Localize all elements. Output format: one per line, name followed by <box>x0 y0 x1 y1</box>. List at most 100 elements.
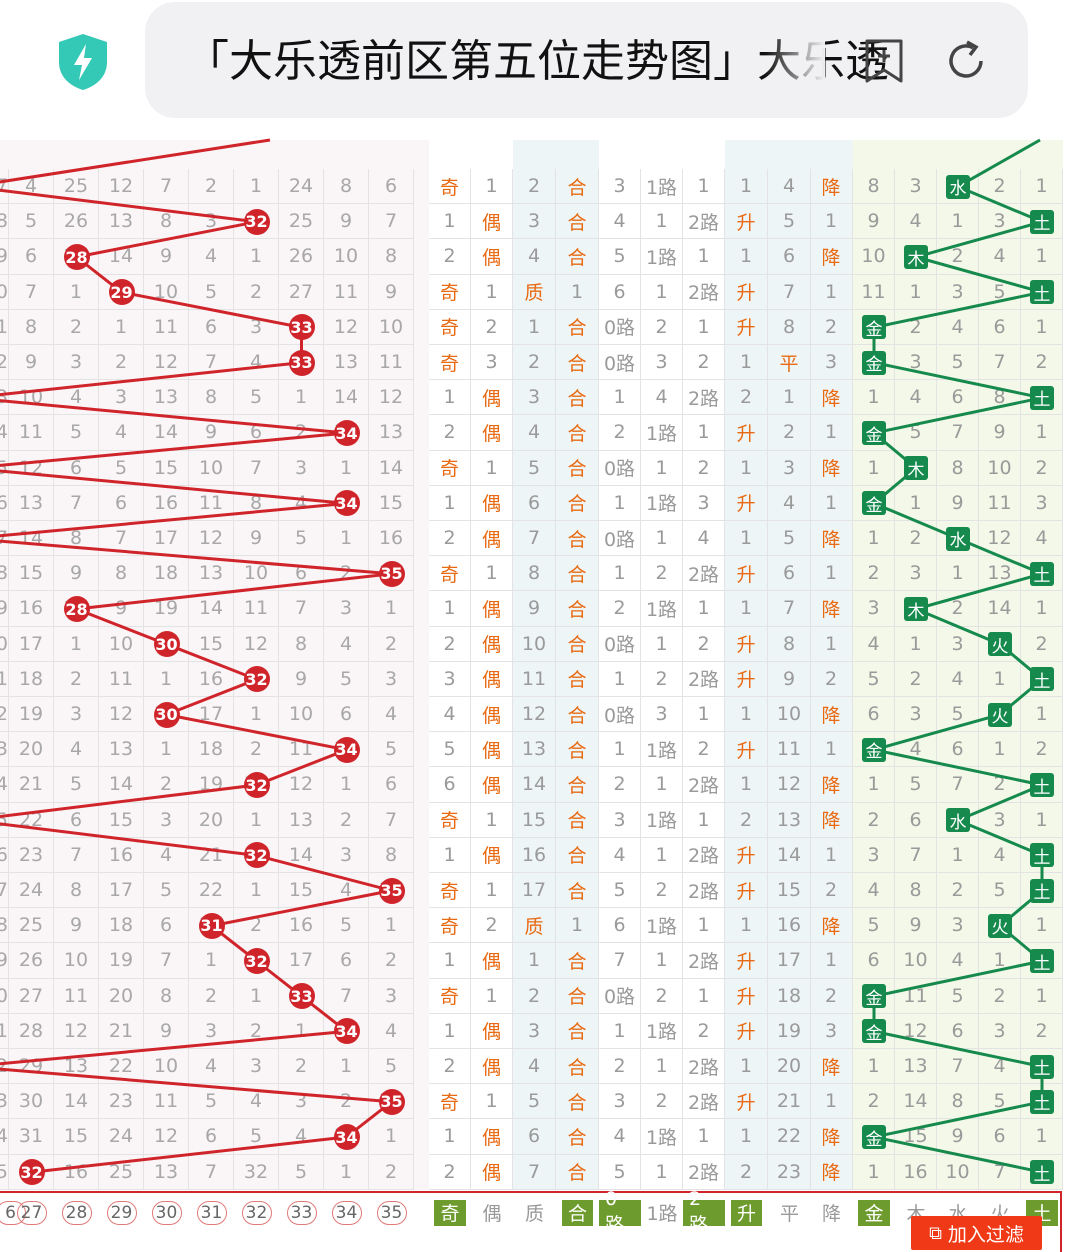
drawn-ball[interactable]: 28 <box>63 244 90 270</box>
rd-cell: 1 <box>641 1154 683 1190</box>
drawn-ball[interactable]: 32 <box>243 842 270 869</box>
number-header[interactable]: 31 <box>189 1193 234 1233</box>
address-bar[interactable]: 「大乐透前区第五位走势图」大乐透 <box>145 2 1028 118</box>
drawn-ball[interactable]: 33 <box>288 349 315 376</box>
drawn-ball[interactable]: 32 <box>243 208 270 235</box>
element-marker[interactable]: 水 <box>946 174 970 199</box>
trend-header-cell[interactable]: 升 <box>725 1193 768 1233</box>
shield-icon[interactable] <box>56 32 110 92</box>
drawn-ball[interactable]: 34 <box>333 1018 360 1045</box>
el-cell: 1 <box>1021 802 1063 838</box>
tr-cell: 2 <box>810 978 853 1014</box>
trend-header-cell[interactable]: 平 <box>768 1193 811 1233</box>
road-header-cell[interactable]: 1路 <box>641 1193 683 1233</box>
el-cell: 3 <box>1021 485 1063 521</box>
drawn-ball[interactable]: 35 <box>378 1088 405 1115</box>
add-filter-button[interactable]: ⧉ 加入过滤 <box>911 1216 1042 1250</box>
drawn-ball[interactable]: 34 <box>333 490 360 517</box>
element-marker[interactable]: 土 <box>1030 773 1054 798</box>
element-marker[interactable]: 土 <box>1030 385 1054 410</box>
element-marker[interactable]: 金 <box>862 1125 886 1150</box>
element-marker[interactable]: 土 <box>1030 1160 1054 1185</box>
element-marker[interactable]: 木 <box>904 456 928 481</box>
drawn-ball[interactable]: 30 <box>153 631 180 658</box>
element-marker[interactable]: 金 <box>862 737 886 762</box>
number-header[interactable]: 28 <box>54 1193 99 1233</box>
tr-cell: 2 <box>768 415 811 451</box>
element-marker[interactable]: 火 <box>988 913 1012 938</box>
element-marker[interactable]: 土 <box>1030 667 1054 692</box>
drawn-ball[interactable]: 34 <box>333 1124 360 1150</box>
number-header[interactable]: 29 <box>99 1193 144 1233</box>
trend-chart-board[interactable]: 7425127212486奇12合31路114降8321852613833225… <box>0 138 1080 1252</box>
element-marker[interactable]: 火 <box>988 632 1012 657</box>
drawn-ball[interactable]: 33 <box>288 314 315 341</box>
drawn-ball[interactable]: 30 <box>153 701 180 728</box>
tr-cell: 18 <box>768 978 811 1014</box>
road-header-label: 0路 <box>599 1188 641 1236</box>
drawn-ball[interactable]: 32 <box>243 666 270 693</box>
element-marker[interactable]: 木 <box>904 245 928 270</box>
road-header-cell[interactable]: 2路 <box>683 1188 725 1236</box>
trend-header-cell[interactable]: 降 <box>810 1193 853 1233</box>
drawn-ball[interactable]: 34 <box>333 420 360 446</box>
element-marker[interactable]: 金 <box>862 421 886 446</box>
oddeven-header-cell[interactable]: 偶 <box>471 1193 513 1233</box>
number-header[interactable]: 35 <box>369 1193 414 1233</box>
ball-trend-line <box>255 748 348 787</box>
drawn-ball[interactable]: 35 <box>378 877 405 904</box>
element-marker[interactable]: 土 <box>1030 1089 1054 1114</box>
element-marker[interactable]: 木 <box>904 597 928 622</box>
primecomp-header-cell[interactable]: 合 <box>556 1193 599 1233</box>
el-cell <box>895 239 937 275</box>
drawn-ball[interactable]: 28 <box>63 596 90 622</box>
element-marker[interactable]: 土 <box>1030 1054 1054 1079</box>
rd-cell: 3 <box>599 169 641 205</box>
drawn-ball[interactable]: 35 <box>378 560 405 587</box>
drawn-ball[interactable]: 32 <box>18 1159 45 1186</box>
element-marker[interactable]: 土 <box>1030 209 1054 234</box>
drawn-ball[interactable]: 32 <box>243 772 270 798</box>
number-header[interactable]: 33 <box>279 1193 324 1233</box>
el-cell: 2 <box>895 309 937 345</box>
element-marker[interactable]: 金 <box>862 491 886 516</box>
number-header[interactable]: 30 <box>144 1193 189 1233</box>
drawn-ball[interactable]: 29 <box>108 279 135 306</box>
element-marker[interactable]: 金 <box>862 350 886 375</box>
road-header-cell[interactable]: 0路 <box>599 1188 641 1236</box>
element-marker[interactable]: 火 <box>988 702 1012 727</box>
drawn-ball[interactable]: 32 <box>243 948 270 974</box>
element-marker[interactable]: 金 <box>862 984 886 1009</box>
rd-cell: 2 <box>641 661 683 697</box>
reload-icon[interactable] <box>943 38 989 84</box>
oddeven-header-cell[interactable]: 奇 <box>429 1193 471 1233</box>
element-marker[interactable]: 土 <box>1030 878 1054 903</box>
primecomp-header-cell[interactable]: 质 <box>513 1193 556 1233</box>
number-header[interactable]: 34 <box>324 1193 369 1233</box>
number-header[interactable]: 27 <box>9 1193 54 1233</box>
number-cell: 7 <box>0 873 9 909</box>
drawn-ball[interactable]: 33 <box>288 983 315 1010</box>
tr-cell: 7 <box>768 274 811 310</box>
bookmark-add-icon[interactable] <box>862 38 906 84</box>
pc-cell: 3 <box>513 380 556 416</box>
element-marker[interactable]: 金 <box>862 315 886 340</box>
oe-cell: 2 <box>429 415 471 451</box>
pc-cell: 1 <box>513 943 556 979</box>
element-marker[interactable]: 水 <box>946 808 970 833</box>
drawn-ball[interactable]: 31 <box>198 912 225 939</box>
element-header-cell[interactable]: 金 <box>853 1193 895 1233</box>
element-marker[interactable]: 土 <box>1030 280 1054 305</box>
tr-cell: 升 <box>725 556 768 592</box>
drawn-ball[interactable]: 34 <box>333 736 360 763</box>
rd-cell: 1 <box>683 309 725 345</box>
rd-cell: 3 <box>599 1084 641 1120</box>
element-marker[interactable]: 土 <box>1030 843 1054 868</box>
pc-cell: 质 <box>513 274 556 310</box>
element-marker[interactable]: 土 <box>1030 949 1054 974</box>
element-marker[interactable]: 土 <box>1030 561 1054 586</box>
oe-cell: 偶 <box>471 626 513 662</box>
element-marker[interactable]: 水 <box>946 526 970 551</box>
number-header[interactable]: 32 <box>234 1193 279 1233</box>
element-marker[interactable]: 金 <box>862 1019 886 1044</box>
